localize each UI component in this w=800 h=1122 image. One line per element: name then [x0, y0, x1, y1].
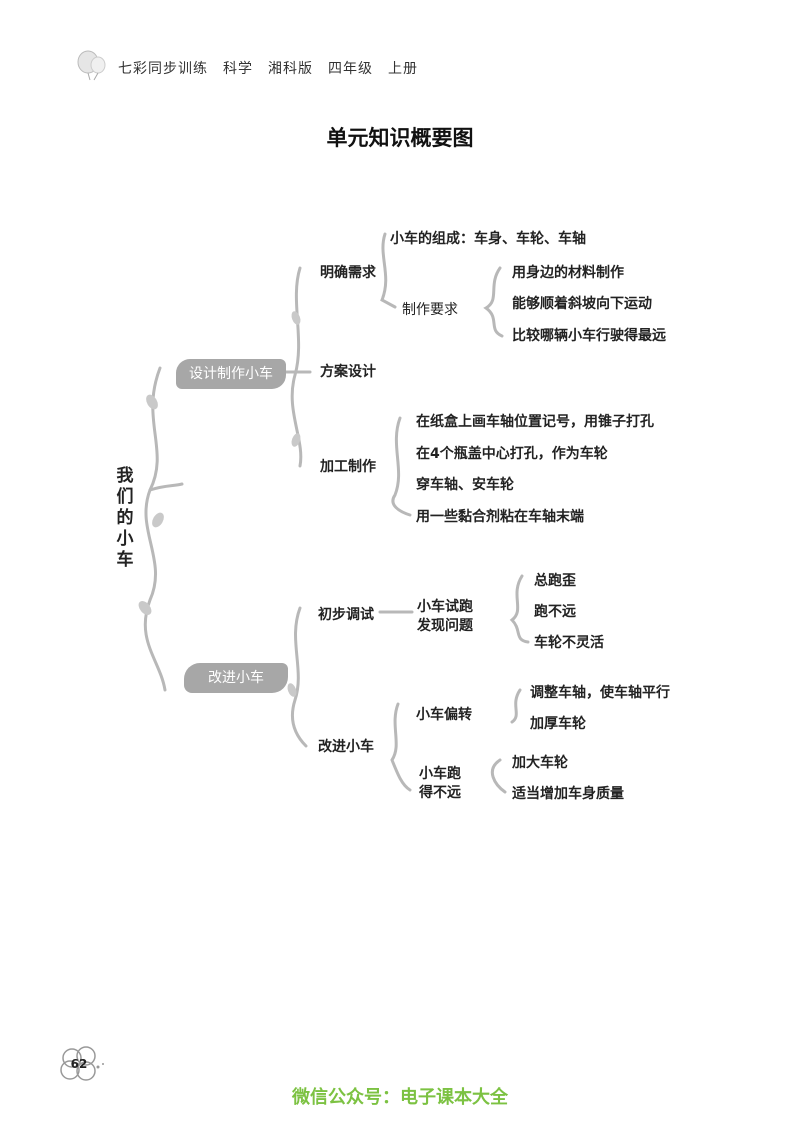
- list-item: 在纸盒上画车轴位置记号，用锥子打孔: [416, 414, 654, 430]
- node-plan: 方案设计: [320, 364, 376, 380]
- footer-watermark: 微信公众号：电子课本大全: [292, 1087, 508, 1108]
- list-item: 总跑歪: [534, 573, 576, 589]
- node-make: 加工制作: [320, 459, 376, 475]
- node-improve-car: 改进小车: [318, 739, 374, 755]
- list-item: 用一些黏合剂粘在车轴末端: [416, 509, 584, 525]
- list-item: 能够顺着斜坡向下运动: [512, 296, 652, 312]
- page-title: 单元知识概要图: [326, 125, 474, 150]
- list-item: 比较哪辆小车行驶得最远: [512, 328, 666, 344]
- finding-line: 发现问题: [417, 618, 473, 634]
- node-composition: 小车的组成：车身、车轮、车轴: [390, 231, 586, 247]
- list-item: 调整车轴，使车轴平行: [530, 685, 670, 701]
- header-text: 七彩同步训练 科学 湘科版 四年级 上册: [118, 61, 418, 77]
- node-clarify-needs: 明确需求: [320, 265, 376, 281]
- list-item: 加厚车轮: [530, 716, 586, 732]
- node-requirements: 制作要求: [402, 302, 458, 318]
- page-number: 62: [70, 1057, 88, 1071]
- list-item: 适当增加车身质量: [512, 786, 624, 802]
- balloon-icon: [74, 50, 108, 86]
- improve-vine: [291, 606, 308, 748]
- node-initial-test: 初步调试: [318, 607, 374, 623]
- node-deviate: 小车偏转: [416, 707, 472, 723]
- list-item: 跑不远: [534, 604, 576, 620]
- branch-improve: 改进小车: [184, 663, 288, 693]
- list-item: 车轮不灵活: [534, 635, 604, 651]
- list-item: 在4个瓶盖中心打孔，作为车轮: [416, 446, 608, 462]
- list-item: 加大车轮: [512, 755, 568, 771]
- root-vine: [143, 366, 167, 692]
- list-item: 穿车轴、安车轮: [416, 477, 514, 493]
- list-item: 用身边的材料制作: [512, 265, 624, 281]
- branch-design: 设计制作小车: [176, 359, 286, 389]
- node-test-finding: 小车试跑 发现问题: [412, 598, 478, 636]
- short-line: 小车跑: [419, 766, 461, 782]
- root-node: 我们的小车: [116, 466, 134, 570]
- short-line: 得不远: [419, 785, 461, 801]
- page-number-badge: [60, 1046, 96, 1081]
- node-short-distance: 小车跑 得不远: [412, 765, 468, 803]
- finding-line: 小车试跑: [417, 599, 473, 615]
